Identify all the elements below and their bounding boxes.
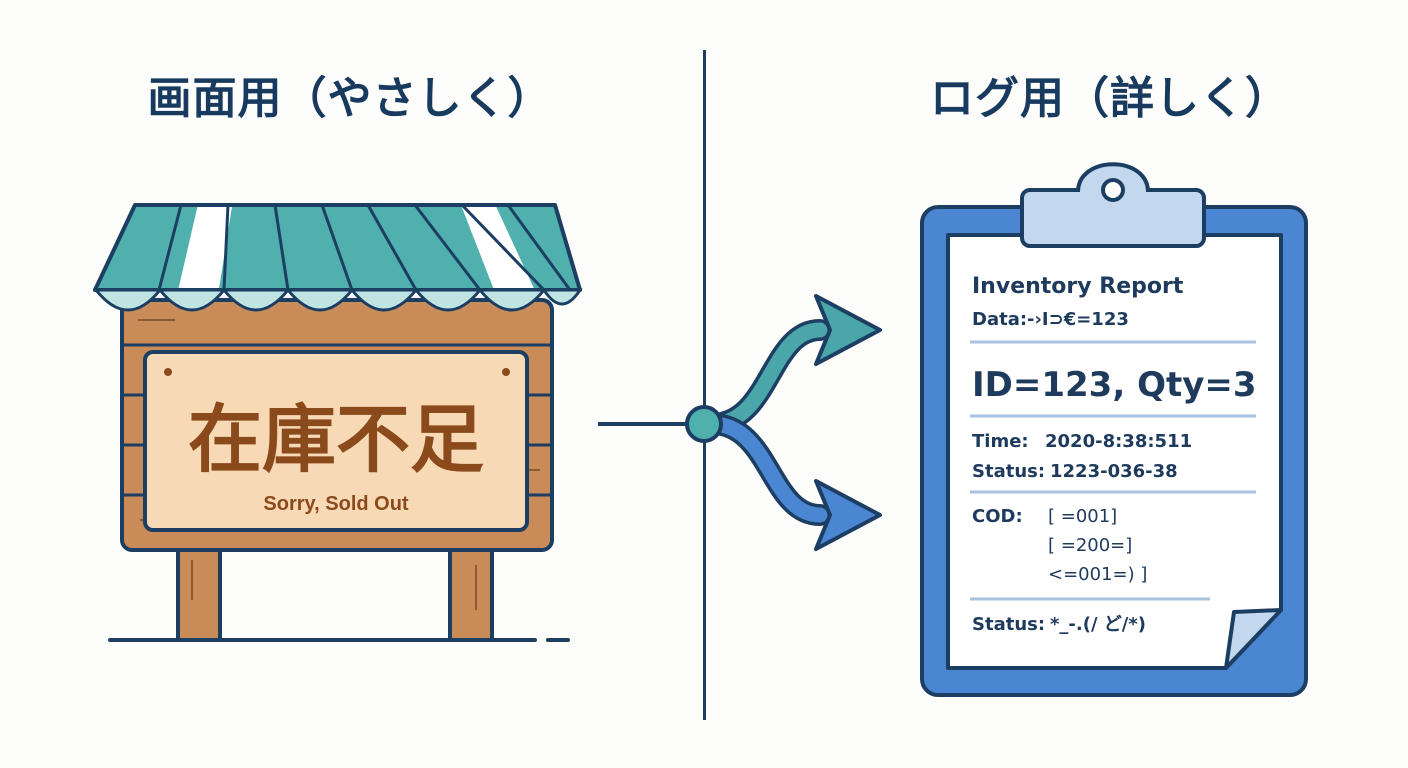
clipboard-icon: Inventory Report Data:-›I⊃€=123 ID=123, … xyxy=(920,162,1308,697)
sign-post-right xyxy=(448,543,494,642)
sign-title: 在庫不足 xyxy=(188,397,484,483)
report-cod-value: [ =200=] xyxy=(1048,535,1132,556)
report-cod-value: [ =001] xyxy=(1048,506,1117,527)
sign-board-icon: 在庫不足 Sorry, Sold Out xyxy=(143,350,529,532)
report-cod-value: <=001=) ] xyxy=(1048,564,1147,585)
report-cod-label: COD: xyxy=(972,506,1023,527)
right-heading: ログ用（詳しく） xyxy=(930,73,1290,124)
branch-node xyxy=(685,405,723,443)
center-divider xyxy=(703,50,706,720)
clipboard-clip xyxy=(1020,162,1206,248)
report-title: Inventory Report xyxy=(972,274,1184,299)
report-status2-value: *_-.(/ ど/*) xyxy=(1050,614,1146,635)
inventory-report: Inventory Report Data:-›I⊃€=123 ID=123, … xyxy=(970,274,1257,635)
awning xyxy=(92,203,583,312)
sign-subtitle: Sorry, Sold Out xyxy=(263,493,409,515)
left-heading: 画面用（やさしく） xyxy=(147,73,553,124)
report-status2-label: Status: xyxy=(972,614,1045,635)
sign-post-left xyxy=(176,543,222,642)
report-status-label: Status: xyxy=(972,461,1045,482)
branch-arrow-icon xyxy=(598,294,882,551)
report-time-value: 2020-8:38:511 xyxy=(1045,431,1192,452)
shop-awning-icon: 在庫不足 Sorry, Sold Out xyxy=(92,203,583,642)
report-time-label: Time: xyxy=(972,431,1029,452)
report-status-value: 1223-036-38 xyxy=(1050,461,1178,482)
report-main-line: ID=123, Qty=3 xyxy=(972,365,1257,405)
report-data-line: Data:-›I⊃€=123 xyxy=(972,309,1129,330)
